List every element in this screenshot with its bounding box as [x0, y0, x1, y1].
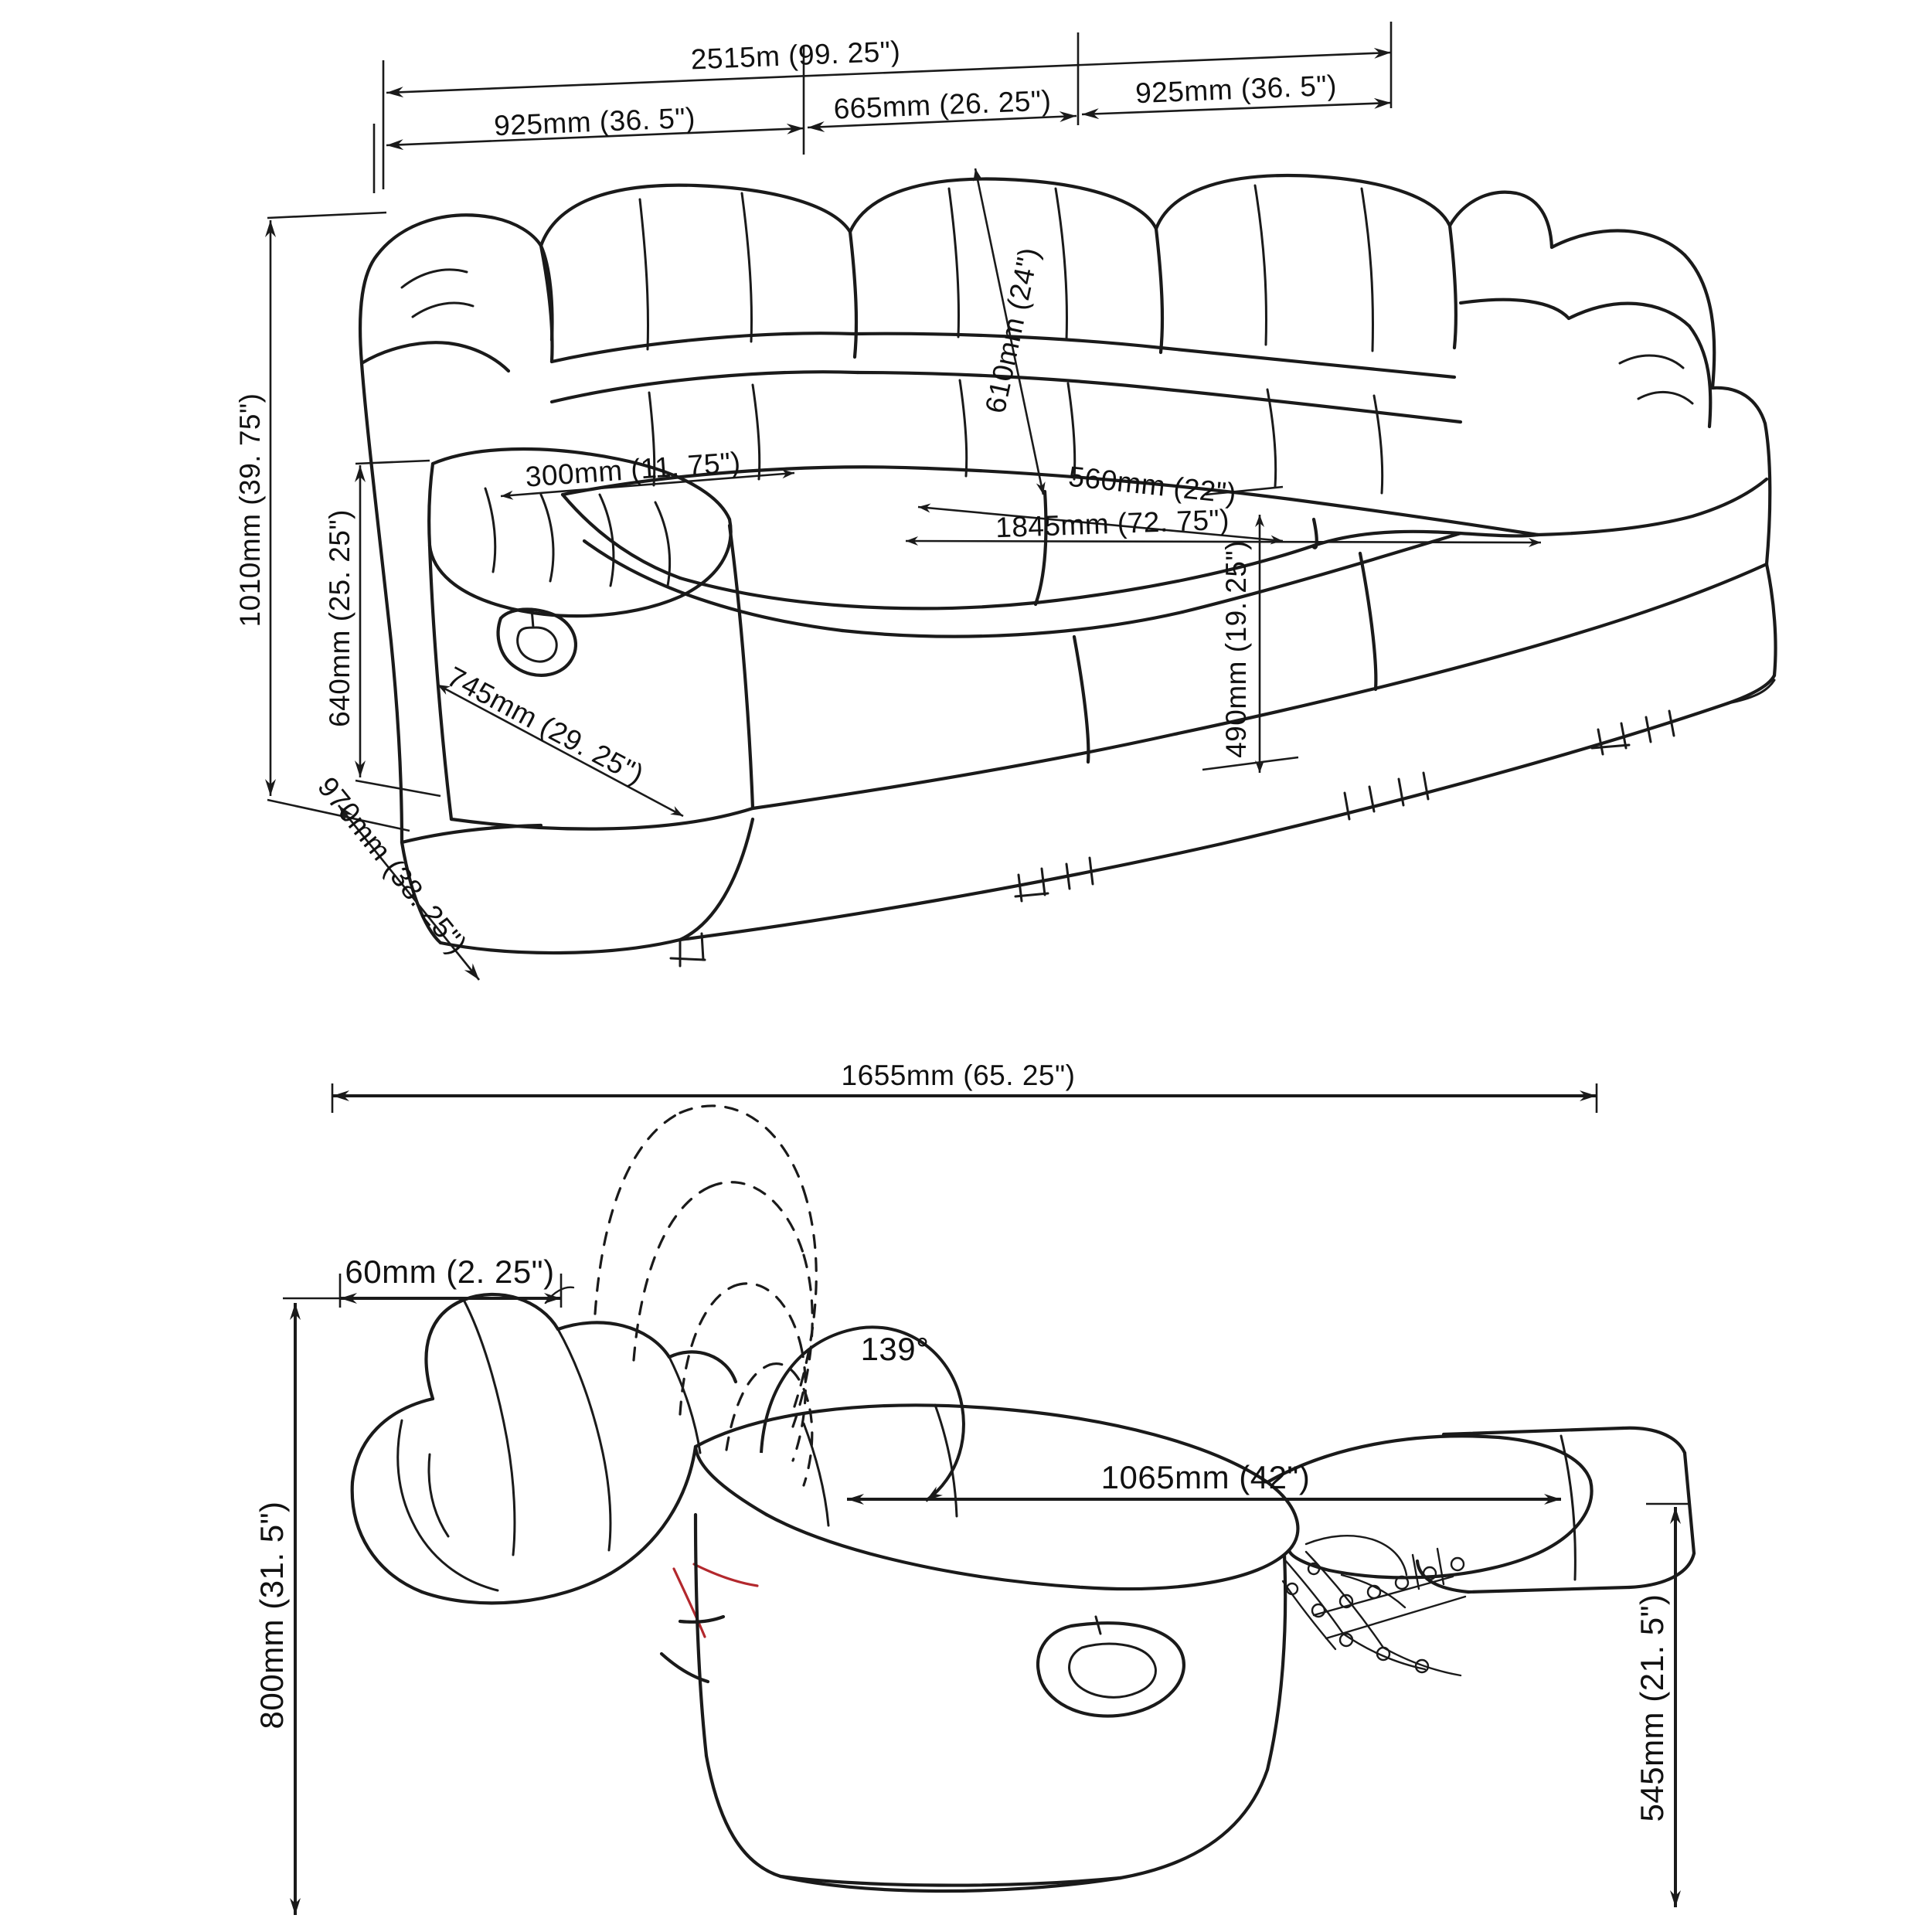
dim-label-reclined-back-height: 800mm (31. 5"): [253, 1501, 290, 1729]
dim-label-wall-clearance: 60mm (2. 25"): [345, 1253, 554, 1290]
dim-label-reclined-length: 1655mm (65. 25"): [842, 1060, 1076, 1091]
dim-label-recline-angle: 139°: [861, 1331, 930, 1367]
dim-label-arm-height: 640mm (25. 25"): [324, 509, 355, 727]
dim-label-seat-height: 490mm (19. 25"): [1220, 540, 1252, 758]
dim-label-overall-height: 1010mm (39. 75"): [234, 393, 266, 628]
dim-label-footrest-height: 545mm (21. 5"): [1634, 1594, 1670, 1821]
dim-label-seat-to-footrest: 1065mm (42"): [1101, 1459, 1311, 1495]
